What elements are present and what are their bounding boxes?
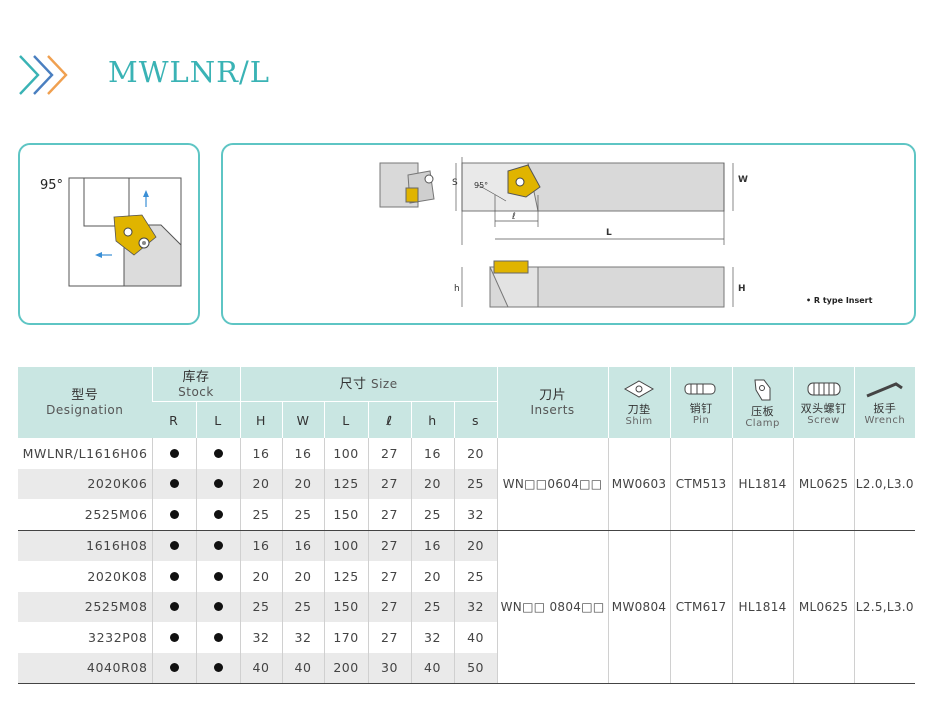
dim-h: h bbox=[454, 284, 460, 294]
stock-dot bbox=[213, 479, 223, 489]
stock-r-header: R bbox=[152, 401, 196, 438]
shim-cell: MW0603 bbox=[607, 438, 671, 531]
pin-cell: CTM513 bbox=[669, 438, 733, 531]
stock-dot bbox=[169, 448, 179, 458]
stock-dot bbox=[213, 509, 223, 519]
table-row: 2525M08 25 25 150 27 25 32 bbox=[18, 591, 915, 622]
table-row: 2020K08 20 20 125 27 20 25 bbox=[18, 561, 915, 592]
insert-cell: WN□□ 0804□□ bbox=[496, 530, 609, 684]
insert-cell: WN□□0604□□ bbox=[496, 438, 609, 531]
dim-l-total: L bbox=[606, 228, 612, 238]
table-row: 2020K06 20 20 125 27 20 25 bbox=[18, 468, 915, 499]
clamp-cell: HL1814 bbox=[731, 438, 794, 531]
wrench-cell: L2.0,L3.0 bbox=[853, 438, 916, 531]
screw-icon bbox=[807, 382, 841, 395]
page-title: MWLNR/L bbox=[108, 55, 270, 89]
designation-header: 型号 Designation bbox=[18, 367, 152, 438]
size-w-header: W bbox=[281, 401, 324, 438]
stock-dot bbox=[169, 663, 179, 673]
size-lsmall-header: ℓ bbox=[367, 401, 411, 438]
wrench-cell: L2.5,L3.0 bbox=[853, 530, 916, 684]
spec-table: 型号 Designation 库存 Stock 尺寸 Size 刀片 Inser… bbox=[18, 367, 916, 684]
stock-dot bbox=[213, 571, 223, 581]
table-row: 1616H08 16 16 100 27 16 20 WN□□ 0804□□ M… bbox=[18, 530, 916, 684]
r-type-note: • R type Insert bbox=[806, 296, 873, 305]
dim-s: S bbox=[452, 178, 458, 188]
angle-label: 95° bbox=[40, 178, 64, 193]
stock-dot bbox=[169, 602, 179, 612]
tool-holder-drawing bbox=[379, 157, 734, 308]
size-h-header: H bbox=[239, 401, 282, 438]
shim-icon bbox=[624, 379, 655, 398]
stock-dot bbox=[169, 479, 179, 489]
chevrons-icon bbox=[19, 55, 68, 95]
table-row: 2525M06 25 25 150 27 25 32 bbox=[18, 499, 915, 531]
dim-w: W bbox=[738, 175, 748, 185]
size-s-header: s bbox=[453, 401, 498, 438]
screw-cell: ML0625 bbox=[792, 438, 855, 531]
stock-header: 库存 Stock bbox=[151, 367, 240, 402]
stock-l-header: L bbox=[195, 401, 240, 438]
screw-cell: ML0625 bbox=[792, 530, 855, 684]
stock-dot bbox=[213, 448, 223, 458]
stock-dot bbox=[213, 663, 223, 673]
stock-dot bbox=[169, 571, 179, 581]
stock-dot bbox=[213, 632, 223, 642]
stock-dot bbox=[169, 541, 179, 551]
pin-icon bbox=[684, 383, 716, 394]
shim-cell: MW0804 bbox=[607, 530, 671, 684]
inserts-header: 刀片 Inserts bbox=[496, 367, 609, 438]
dim-H: H bbox=[738, 284, 746, 294]
table-row: 4040R08 40 40 200 30 40 50 bbox=[18, 652, 915, 684]
stock-dot bbox=[213, 541, 223, 551]
angle-diagram bbox=[68, 177, 182, 287]
clamp-cell: HL1814 bbox=[731, 530, 794, 684]
table-row: 3232P08 32 32 170 27 32 40 bbox=[18, 622, 915, 653]
stock-dot bbox=[213, 602, 223, 612]
size-header: 尺寸 Size bbox=[239, 367, 498, 402]
size-l-header: L bbox=[323, 401, 368, 438]
clamp-icon bbox=[754, 379, 771, 400]
pin-cell: CTM617 bbox=[669, 530, 733, 684]
dim-l-small: ℓ bbox=[512, 212, 516, 222]
wrench-icon bbox=[866, 381, 903, 397]
dim-angle: 95° bbox=[474, 181, 489, 190]
stock-dot bbox=[169, 509, 179, 519]
table-row: MWLNR/L1616H06 16 16 100 27 16 20 WN□□06… bbox=[18, 438, 916, 531]
stock-dot bbox=[169, 632, 179, 642]
size-h-small-header: h bbox=[410, 401, 454, 438]
